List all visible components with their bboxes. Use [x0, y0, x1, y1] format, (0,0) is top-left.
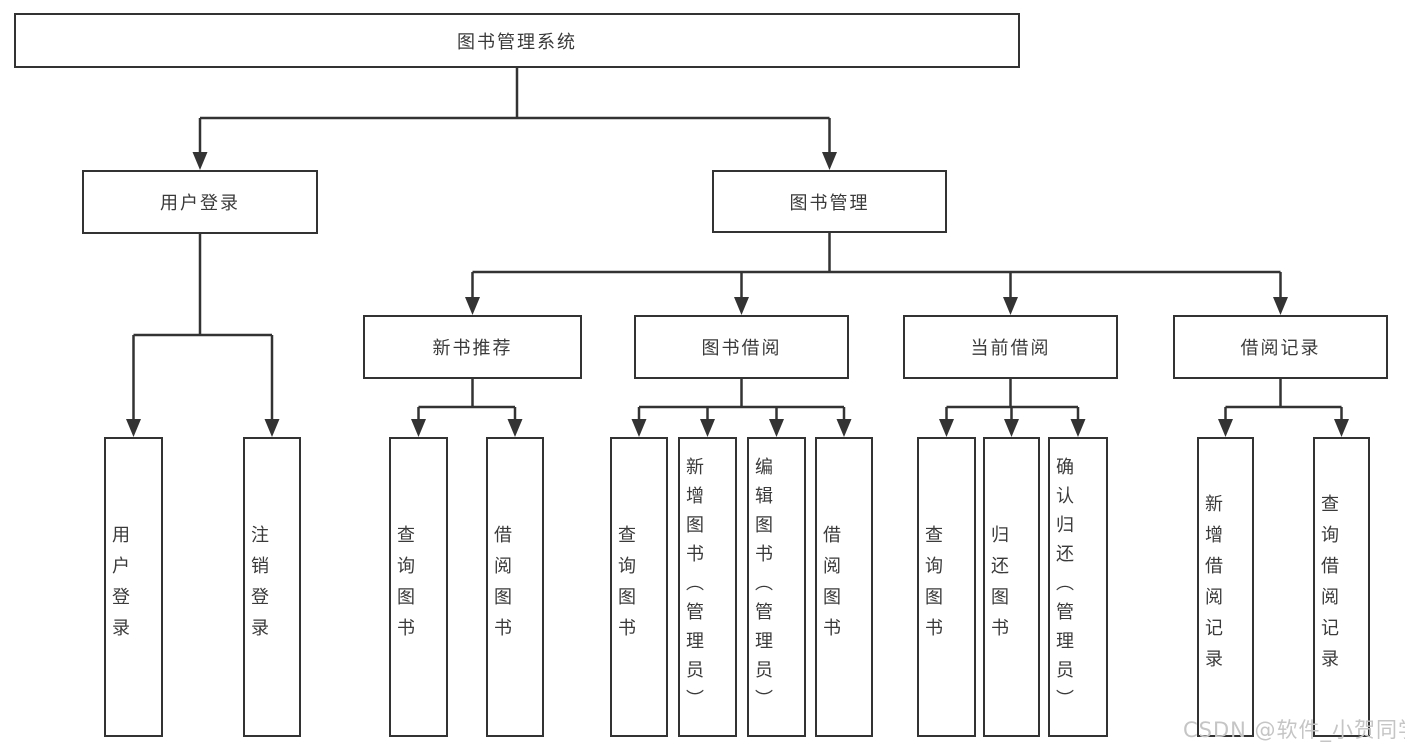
- leaf-return-book: 归还图书: [983, 437, 1040, 737]
- leaf-add-borrow-record: 新增借阅记录: [1197, 437, 1254, 737]
- leaf-query-book: 查询图书: [610, 437, 668, 737]
- node-current-borrowing: 当前借阅: [903, 315, 1118, 379]
- leaf-add-book-admin: 新增图书（管理员）: [678, 437, 737, 737]
- leaf-edit-book-admin: 编辑图书（管理员）: [747, 437, 806, 737]
- node-user-login: 用户登录: [82, 170, 318, 234]
- node-book-borrowing: 图书借阅: [634, 315, 849, 379]
- leaf-query-book: 查询图书: [389, 437, 448, 737]
- leaf-query-borrow-record: 查询借阅记录: [1313, 437, 1370, 737]
- leaf-query-book: 查询图书: [917, 437, 976, 737]
- csdn-watermark: CSDN @软件_小贺同学: [1183, 718, 1405, 742]
- leaf-borrow-book: 借阅图书: [815, 437, 873, 737]
- node-new-book-recommendation: 新书推荐: [363, 315, 582, 379]
- node-borrowing-records: 借阅记录: [1173, 315, 1388, 379]
- node-library-management-system: 图书管理系统: [14, 13, 1020, 68]
- leaf-logout: 注销登录: [243, 437, 301, 737]
- leaf-confirm-return-admin: 确认归还（管理员）: [1048, 437, 1108, 737]
- leaf-user-login: 用户登录: [104, 437, 163, 737]
- leaf-borrow-book: 借阅图书: [486, 437, 544, 737]
- node-book-management: 图书管理: [712, 170, 947, 233]
